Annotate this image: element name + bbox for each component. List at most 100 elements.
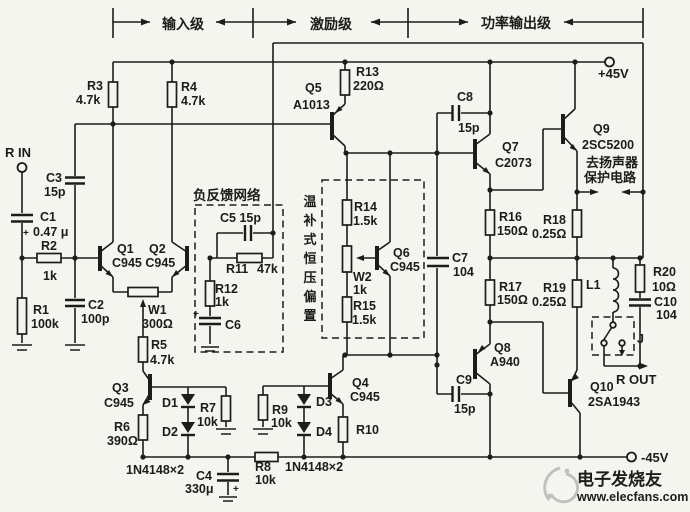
R17-val: 150Ω bbox=[497, 293, 528, 307]
transistor-Q5 bbox=[330, 103, 346, 147]
C1-plus: + bbox=[23, 228, 29, 239]
Q7-ref: Q7 bbox=[502, 140, 519, 154]
capacitor-C10 bbox=[629, 298, 651, 307]
capacitor-C4 bbox=[217, 472, 239, 482]
Q10-ref: Q10 bbox=[590, 380, 614, 394]
transistor-Q10 bbox=[568, 369, 581, 414]
resistor-R19 bbox=[571, 279, 583, 308]
stage-input: 输入级 bbox=[162, 16, 205, 32]
R2-val: 1k bbox=[43, 269, 57, 283]
C4-plus: + bbox=[233, 484, 239, 495]
resistor-R16 bbox=[484, 209, 496, 236]
transistor-Q7 bbox=[473, 133, 491, 175]
D2-ref: D2 bbox=[162, 425, 178, 439]
stage-driver: 激励级 bbox=[310, 16, 353, 32]
R16-ref: R16 bbox=[499, 210, 522, 224]
capacitor-C2 bbox=[65, 298, 85, 308]
transistor-Q1 bbox=[98, 241, 114, 278]
R20-ref: R20 bbox=[653, 265, 676, 279]
R6-ref: R6 bbox=[114, 420, 130, 434]
W2-val: 1k bbox=[353, 283, 367, 297]
diode-D2 bbox=[181, 422, 195, 437]
R14-val: 1.5k bbox=[353, 214, 377, 228]
R9-ref: R9 bbox=[272, 403, 288, 417]
W2-wiper-arrow bbox=[356, 255, 364, 261]
Q8-ref: Q8 bbox=[494, 341, 511, 355]
protection-arrow-right bbox=[621, 189, 630, 195]
L1-ref: L1 bbox=[586, 278, 601, 292]
C3-val: 15p bbox=[44, 185, 66, 199]
R9-val: 10k bbox=[271, 416, 292, 430]
R4-ref: R4 bbox=[181, 80, 197, 94]
R19-val: 0.25Ω bbox=[532, 295, 566, 309]
terminal-rout: R OUT bbox=[616, 372, 657, 387]
C4-val: 330μ bbox=[185, 482, 214, 496]
Q9-ref: Q9 bbox=[593, 122, 610, 136]
diode-D1 bbox=[181, 394, 195, 409]
R18-ref: R18 bbox=[543, 213, 566, 227]
C8-ref: C8 bbox=[457, 90, 473, 104]
resistor-R9 bbox=[257, 394, 269, 421]
rin-terminal bbox=[16, 162, 28, 173]
Q5-val: A1013 bbox=[293, 98, 330, 112]
Q10-val: 2SA1943 bbox=[588, 395, 640, 409]
watermark-site: www.elecfans.com bbox=[576, 490, 688, 504]
bias-network-box bbox=[321, 179, 425, 339]
inductor-L1 bbox=[612, 267, 620, 313]
resistor-R4 bbox=[166, 81, 178, 108]
C9-ref: C9 bbox=[456, 373, 472, 387]
R10-ref: R10 bbox=[356, 423, 379, 437]
C9-val: 15p bbox=[454, 402, 476, 416]
Q3-ref: Q3 bbox=[112, 381, 129, 395]
Q1-ref: Q1 bbox=[117, 242, 134, 256]
relay-contacts bbox=[600, 321, 626, 356]
W2-ref: W2 bbox=[353, 270, 372, 284]
C10-val: 104 bbox=[656, 308, 677, 322]
W1-val: 300Ω bbox=[142, 317, 173, 331]
transistor-Q3 bbox=[142, 370, 152, 406]
R1-val: 100k bbox=[31, 317, 59, 331]
resistor-R1 bbox=[16, 297, 28, 335]
R8-ref: R8 bbox=[255, 460, 271, 474]
capacitor-C3 bbox=[65, 176, 85, 185]
minus45-terminal bbox=[626, 451, 637, 463]
diode-D4 bbox=[297, 422, 311, 437]
R8-val: 10k bbox=[255, 473, 276, 487]
D4-ref: D4 bbox=[316, 425, 332, 439]
C7-val: 104 bbox=[453, 265, 474, 279]
Q1Q2-val: C945 C945 bbox=[112, 256, 175, 270]
resistor-R8 bbox=[254, 451, 279, 463]
C6-plus: + bbox=[193, 309, 199, 320]
C4-ref: C4 bbox=[196, 469, 212, 483]
R4-val: 4.7k bbox=[181, 94, 205, 108]
R13-val: 220Ω bbox=[353, 79, 384, 93]
diodes-left: 1N4148×2 bbox=[126, 463, 184, 477]
R3-ref: R3 bbox=[87, 79, 103, 93]
Q5-ref: Q5 bbox=[305, 81, 322, 95]
diodes-right: 1N4148×2 bbox=[285, 460, 343, 474]
Q4-ref: Q4 bbox=[352, 376, 369, 390]
resistor-R12 bbox=[204, 280, 216, 307]
R2-ref: R2 bbox=[41, 239, 57, 253]
labels: 输入级激励级功率输出级R IN+45V-45VR OUTC315pC1+0.47… bbox=[5, 15, 688, 504]
resistor-R10 bbox=[337, 416, 349, 443]
transistor-Q8 bbox=[473, 343, 491, 385]
R11-val: 47k bbox=[257, 262, 278, 276]
diode-D3 bbox=[297, 394, 311, 409]
R11-ref: R11 bbox=[226, 262, 248, 276]
C5-ref: C5 15p bbox=[220, 211, 261, 225]
stage-power: 功率输出级 bbox=[481, 15, 552, 31]
feedback-box-title: 负反馈网络 bbox=[193, 187, 261, 203]
resistor-R5 bbox=[137, 336, 149, 363]
Q2-ref: Q2 bbox=[149, 242, 166, 256]
C7-ref: C7 bbox=[452, 251, 468, 265]
C1-val: 0.47 μ bbox=[33, 225, 68, 239]
R5-val: 4.7k bbox=[150, 353, 174, 367]
resistor-R3 bbox=[107, 81, 119, 108]
terminal-plus45: +45V bbox=[598, 66, 629, 81]
D3-ref: D3 bbox=[316, 395, 332, 409]
protection-line1: 去扬声器 bbox=[586, 155, 639, 170]
bias-box-title: 温补式恒压偏置 bbox=[302, 194, 316, 323]
resistor-R17 bbox=[484, 279, 496, 306]
